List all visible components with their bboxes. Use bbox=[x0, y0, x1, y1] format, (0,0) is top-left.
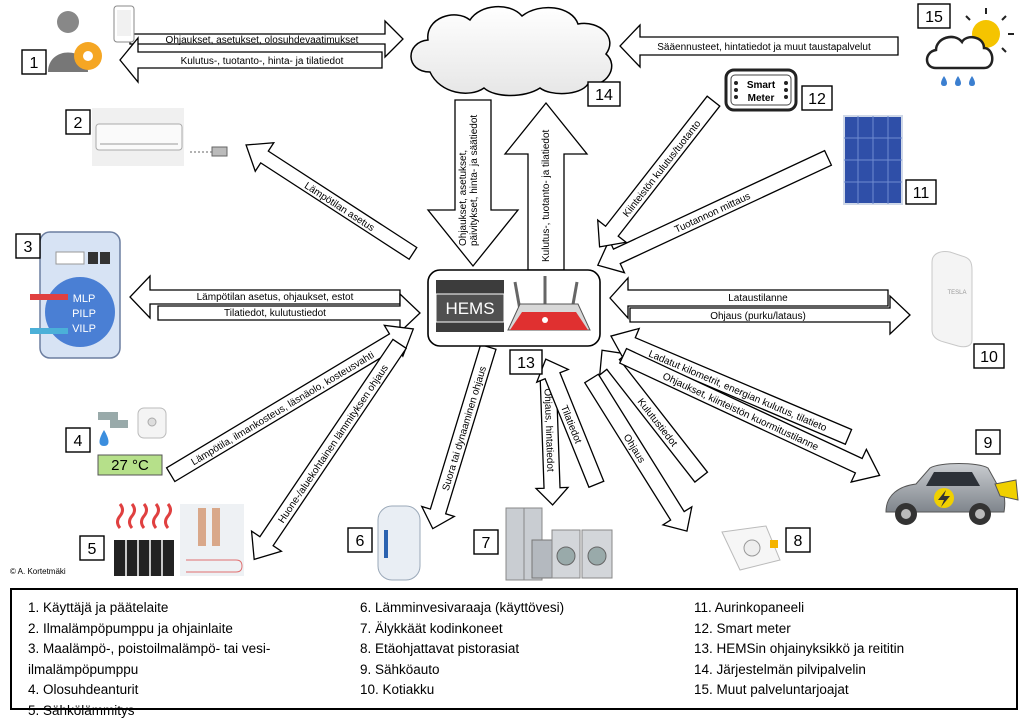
arrow-airpump: Lämpötilan asetus bbox=[237, 131, 422, 268]
number-label-13: 13 bbox=[510, 350, 542, 374]
svg-text:Kulutus-, tuotanto-, hinta- ja: Kulutus-, tuotanto-, hinta- ja tilatiedo… bbox=[181, 56, 344, 67]
legend-item: 10. Kotiakku bbox=[360, 680, 564, 701]
number-label-3: 3 bbox=[16, 234, 40, 258]
svg-text:8: 8 bbox=[794, 533, 803, 550]
svg-text:HEMS: HEMS bbox=[445, 299, 494, 318]
svg-text:4: 4 bbox=[74, 433, 83, 450]
legend-item: ilmalämpöpumppu bbox=[28, 660, 270, 681]
water-heater-icon bbox=[378, 506, 420, 580]
svg-text:TESLA: TESLA bbox=[947, 290, 966, 296]
svg-text:11: 11 bbox=[913, 185, 930, 202]
number-label-5: 5 bbox=[80, 536, 104, 560]
legend-column-3: 11. Aurinkopaneeli 12. Smart meter 13. H… bbox=[694, 598, 904, 701]
svg-text:7: 7 bbox=[482, 535, 491, 552]
ev-icon bbox=[886, 464, 1018, 526]
number-label-15: 15 bbox=[918, 4, 950, 28]
svg-text:Lämpötilan asetus: Lämpötilan asetus bbox=[302, 181, 376, 234]
floor-heating-icon bbox=[180, 504, 244, 576]
svg-text:9: 9 bbox=[984, 435, 993, 452]
sensor-icons: 27 °C bbox=[98, 408, 166, 475]
number-label-12: 12 bbox=[802, 86, 832, 110]
arrow-cloud-up: Kulutus-, tuotanto- ja tilatiedot bbox=[505, 103, 587, 270]
svg-text:13: 13 bbox=[517, 355, 535, 372]
svg-text:Ladatut kilometrit, energian k: Ladatut kilometrit, energian kulutus, ti… bbox=[647, 349, 829, 434]
copyright-text: © A. Kortetmäki bbox=[10, 567, 66, 576]
arrow-provider: Sääennusteet, hintatiedot ja muut tausta… bbox=[620, 25, 898, 67]
svg-text:15: 15 bbox=[925, 9, 943, 26]
legend-item: 6. Lämminvesivaraaja (käyttövesi) bbox=[360, 598, 564, 619]
ground-heat-pump-icon: MLP PILP VILP bbox=[30, 232, 120, 358]
arrow-boiler: Suora tai dynaaminen ohjaus bbox=[417, 342, 505, 534]
smart-plug-icon bbox=[722, 526, 780, 570]
svg-text:1: 1 bbox=[30, 55, 39, 72]
svg-text:Lämpötilan asetus, ohjaukset,: Lämpötilan asetus, ohjaukset, estot bbox=[197, 292, 354, 303]
svg-text:Ohjaus (purku/lataus): Ohjaus (purku/lataus) bbox=[710, 311, 806, 322]
svg-text:päivitykset, hinta- ja säätied: päivitykset, hinta- ja säätiedot bbox=[469, 115, 480, 246]
number-label-7: 7 bbox=[474, 530, 498, 554]
svg-text:2: 2 bbox=[74, 115, 83, 132]
number-label-8: 8 bbox=[786, 528, 810, 552]
svg-text:Tilatiedot, kulutustiedot: Tilatiedot, kulutustiedot bbox=[224, 308, 326, 319]
svg-text:5: 5 bbox=[88, 541, 97, 558]
arrow-ev-in: Ladatut kilometrit, energian kulutus, ti… bbox=[604, 320, 856, 454]
svg-text:Sääennusteet, hintatiedot ja m: Sääennusteet, hintatiedot ja muut tausta… bbox=[657, 42, 871, 53]
number-label-1: 1 bbox=[22, 50, 46, 74]
number-label-14: 14 bbox=[588, 82, 620, 106]
number-label-11: 11 bbox=[906, 180, 936, 204]
svg-text:27 °C: 27 °C bbox=[111, 457, 149, 474]
svg-text:Huone-/aluekohtainen lämmityks: Huone-/aluekohtainen lämmityksen ohjaus bbox=[276, 363, 391, 525]
legend-item: 1. Käyttäjä ja päätelaite bbox=[28, 598, 270, 619]
svg-text:Kulutustiedot: Kulutustiedot bbox=[635, 397, 679, 450]
number-label-10: 10 bbox=[974, 344, 1004, 368]
svg-text:3: 3 bbox=[24, 239, 33, 256]
appliances-icon bbox=[506, 508, 612, 580]
legend-item: 11. Aurinkopaneeli bbox=[694, 598, 904, 619]
svg-text:14: 14 bbox=[595, 87, 613, 104]
smart-meter-icon: Smart Meter bbox=[726, 70, 796, 110]
svg-text:Tuotannon mittaus: Tuotannon mittaus bbox=[673, 191, 752, 236]
svg-text:6: 6 bbox=[356, 533, 365, 550]
svg-text:Kulutus-, tuotanto- ja tilatie: Kulutus-, tuotanto- ja tilatiedot bbox=[541, 129, 552, 262]
legend-column-1: 1. Käyttäjä ja päätelaite 2. Ilmalämpöpu… bbox=[28, 598, 270, 721]
legend-item: 2. Ilmalämpöpumppu ja ohjainlaite bbox=[28, 619, 270, 640]
legend-box: 1. Käyttäjä ja päätelaite 2. Ilmalämpöpu… bbox=[10, 588, 1018, 710]
legend-item: 14. Järjestelmän pilvipalvelin bbox=[694, 660, 904, 681]
legend-item: 3. Maalämpö-, poistoilmalämpö- tai vesi- bbox=[28, 639, 270, 660]
cloud-icon bbox=[411, 7, 612, 96]
number-label-6: 6 bbox=[348, 528, 372, 552]
legend-item: 15. Muut palveluntarjoajat bbox=[694, 680, 904, 701]
solar-panel-icon bbox=[844, 116, 902, 204]
legend-item: 13. HEMSin ohjainyksikkö ja reititin bbox=[694, 639, 904, 660]
legend-item: 12. Smart meter bbox=[694, 619, 904, 640]
number-label-2: 2 bbox=[66, 110, 90, 134]
arrow-sensor: Lämpötila, ilmankosteus, läsnäolo, koste… bbox=[161, 313, 422, 490]
svg-text:MLP: MLP bbox=[73, 293, 96, 305]
svg-text:Suora tai dynaaminen ohjaus: Suora tai dynaaminen ohjaus bbox=[441, 365, 489, 492]
svg-text:VILP: VILP bbox=[72, 323, 96, 335]
legend-item: 7. Älykkäät kodinkoneet bbox=[360, 619, 564, 640]
svg-text:PILP: PILP bbox=[72, 308, 96, 320]
svg-text:Ohjaukset, asetukset,: Ohjaukset, asetukset, bbox=[458, 150, 469, 246]
legend-item: 9. Sähköauto bbox=[360, 660, 564, 681]
svg-text:Kiinteistön kulutus/tuotanto: Kiinteistön kulutus/tuotanto bbox=[621, 118, 704, 219]
svg-text:Ohjaukset, asetukset, olosuhde: Ohjaukset, asetukset, olosuhdevaatimukse… bbox=[166, 35, 359, 46]
legend-item: 4. Olosuhdeanturit bbox=[28, 680, 270, 701]
svg-text:Smart: Smart bbox=[747, 80, 776, 91]
legend-column-2: 6. Lämminvesivaraaja (käyttövesi) 7. Äly… bbox=[360, 598, 564, 701]
air-heat-pump-icon bbox=[92, 108, 227, 166]
svg-text:Meter: Meter bbox=[748, 93, 775, 104]
svg-text:10: 10 bbox=[980, 349, 998, 366]
svg-text:12: 12 bbox=[808, 91, 826, 108]
home-battery-icon: TESLA bbox=[932, 251, 972, 346]
number-label-4: 4 bbox=[66, 428, 90, 452]
number-label-9: 9 bbox=[976, 430, 1000, 454]
legend-item: 5. Sähkölämmitys bbox=[28, 701, 270, 721]
radiator-icon bbox=[114, 504, 174, 576]
legend-item: 8. Etäohjattavat pistorasiat bbox=[360, 639, 564, 660]
svg-text:Lataustilanne: Lataustilanne bbox=[728, 293, 788, 304]
arrow-cloud-down: Ohjaukset, asetukset, päivitykset, hinta… bbox=[428, 100, 518, 266]
